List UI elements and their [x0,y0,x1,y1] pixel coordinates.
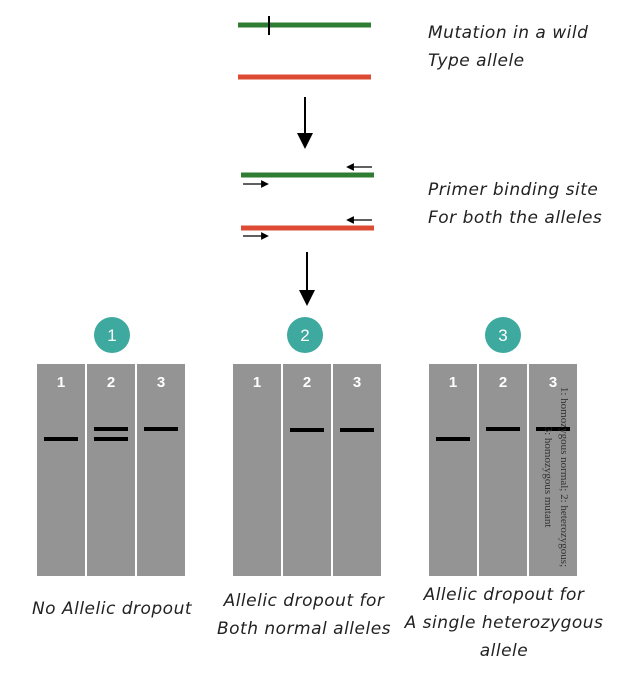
gel-lane [283,364,331,576]
lane-number: 2 [499,374,507,391]
gel-lane [37,364,85,576]
gel-lane [137,364,185,576]
primer-annotation-line-2: For both the alleles [428,208,603,228]
lane-number: 1 [449,374,457,391]
mutation-annotation-line-1: Mutation in a wild [428,23,589,43]
scenario-1-caption-line-1: No Allelic dropout [31,599,193,619]
lane-number: 1 [253,374,261,391]
dna-band [44,437,78,441]
dna-band [486,427,520,431]
scenario-3-caption-line-3: allele [479,641,529,661]
gel-lane [233,364,281,576]
gel-lane [87,364,135,576]
scenario-2-caption-line-2: Both normal alleles [216,619,392,639]
primer-annotation-line-1: Primer binding site [428,180,599,200]
lane-number: 3 [353,374,361,391]
scenario-badge [287,317,323,353]
genotype-legend-line-2: 3: homozygous mutant [542,426,554,528]
genotype-legend: 1: homozygous normal; 2: heterozygous; 3… [532,372,572,582]
lane-number: 2 [107,374,115,391]
gel-lane [479,364,527,576]
lane-number: 2 [303,374,311,391]
scenario-number: 3 [498,326,507,345]
dna-band [340,428,374,432]
lane-number: 3 [157,374,165,391]
gel-lane [429,364,477,576]
scenario-number: 1 [107,326,116,345]
dna-band [94,437,128,441]
gel-lane [529,364,577,576]
dna-band [536,427,570,431]
lane-number: 3 [549,374,557,391]
scenario-3-caption: Allelic dropout for A single heterozygou… [404,581,604,665]
dna-band [94,427,128,431]
scenario-2-caption: Allelic dropout for Both normal alleles [214,587,394,643]
scenario-badge [485,317,521,353]
dna-band [144,427,178,431]
genotype-legend-line-1: 1: homozygous normal; 2: heterozygous; [558,386,570,568]
scenario-3-caption-line-2: A single heterozygous [404,613,604,633]
primer-annotation: Primer binding site For both the alleles [428,176,602,232]
mutation-annotation-line-2: Type allele [428,51,525,71]
scenario-badge [94,317,130,353]
dna-band [436,437,470,441]
scenario-3-caption-line-1: Allelic dropout for [423,585,585,605]
gel-scenarios: 1 1 2 3 2 1 2 3 3 1 2 3 [37,317,577,576]
scenario-number: 2 [300,326,309,345]
scenario-2-caption-line-1: Allelic dropout for [223,591,385,611]
lane-number: 1 [57,374,65,391]
scenario-1-caption: No Allelic dropout [22,595,202,623]
dna-band [290,428,324,432]
gel-lane [333,364,381,576]
mutation-annotation: Mutation in a wild Type allele [428,19,588,75]
